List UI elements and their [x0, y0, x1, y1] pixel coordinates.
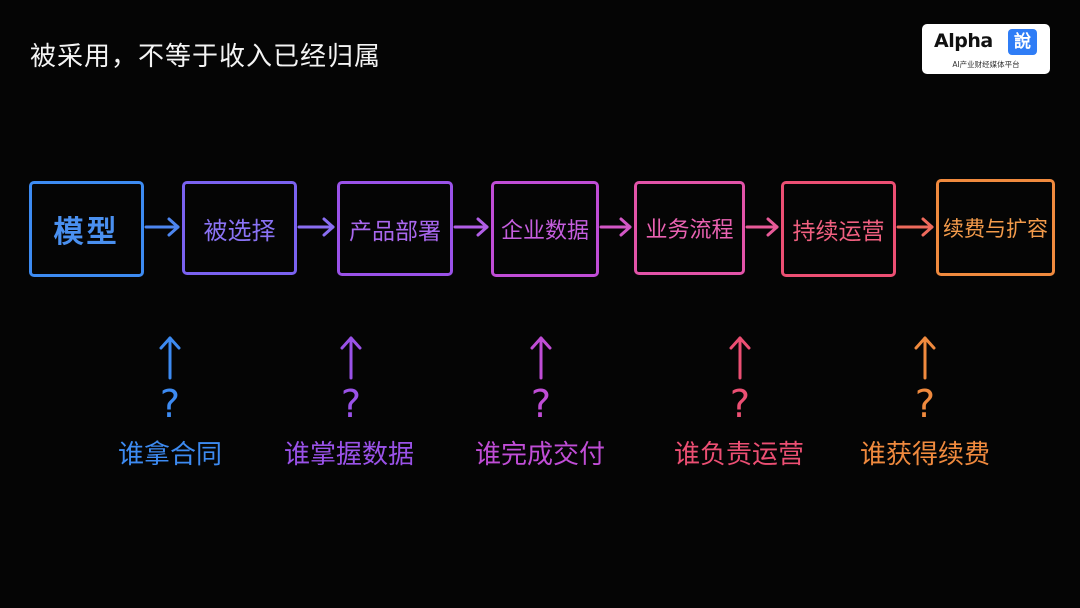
- logo-tagline: AI产业财经媒体平台: [952, 60, 1020, 69]
- logo-badge: 說: [1008, 29, 1037, 55]
- flow-step-model: 模型: [29, 181, 144, 277]
- alpha-logo: Alpha 說 AI产业财经媒体平台: [922, 24, 1050, 74]
- up-arrow-icon: [729, 336, 751, 380]
- right-arrow-icon: [599, 217, 632, 237]
- question-label-data: 谁掌握数据: [284, 440, 415, 470]
- right-arrow-icon: [896, 217, 934, 237]
- question-mark-icon: ?: [914, 382, 936, 426]
- flow-step-label: 持续运营: [792, 219, 885, 245]
- question-mark-icon: ?: [340, 382, 362, 426]
- flow-step-label: 被选择: [203, 216, 276, 245]
- up-arrow-icon: [340, 336, 362, 380]
- question-mark-icon: ?: [530, 382, 552, 426]
- logo-wordmark: Alpha: [934, 30, 993, 52]
- question-mark-icon: ?: [159, 382, 181, 426]
- question-label-delivery: 谁完成交付: [475, 440, 606, 470]
- up-arrow-icon: [159, 336, 181, 380]
- flow-step-operations: 持续运营: [781, 181, 896, 277]
- flow-step-deployment: 产品部署: [337, 181, 453, 276]
- up-arrow-icon: [530, 336, 552, 380]
- right-arrow-icon: [453, 217, 489, 237]
- flow-step-renewal: 续费与扩容: [936, 179, 1055, 276]
- up-arrow-icon: [914, 336, 936, 380]
- flow-step-business-process: 业务流程: [634, 181, 745, 275]
- flow-step-enterprise-data: 企业数据: [491, 181, 599, 277]
- question-label-contract: 谁拿合同: [118, 440, 223, 470]
- flow-step-label: 模型: [53, 215, 120, 250]
- question-label-operations: 谁负责运营: [674, 440, 805, 470]
- flow-step-selected: 被选择: [182, 181, 297, 275]
- flow-step-label: 业务流程: [645, 218, 734, 243]
- flow-step-label: 产品部署: [349, 218, 441, 245]
- question-mark-icon: ?: [729, 382, 751, 426]
- flow-step-label: 续费与扩容: [943, 216, 1048, 241]
- right-arrow-icon: [144, 217, 180, 237]
- question-label-renewal: 谁获得续费: [860, 440, 991, 470]
- right-arrow-icon: [297, 217, 335, 237]
- page-title: 被采用，不等于收入已经归属: [30, 42, 382, 72]
- flow-step-label: 企业数据: [500, 219, 589, 244]
- right-arrow-icon: [745, 217, 779, 237]
